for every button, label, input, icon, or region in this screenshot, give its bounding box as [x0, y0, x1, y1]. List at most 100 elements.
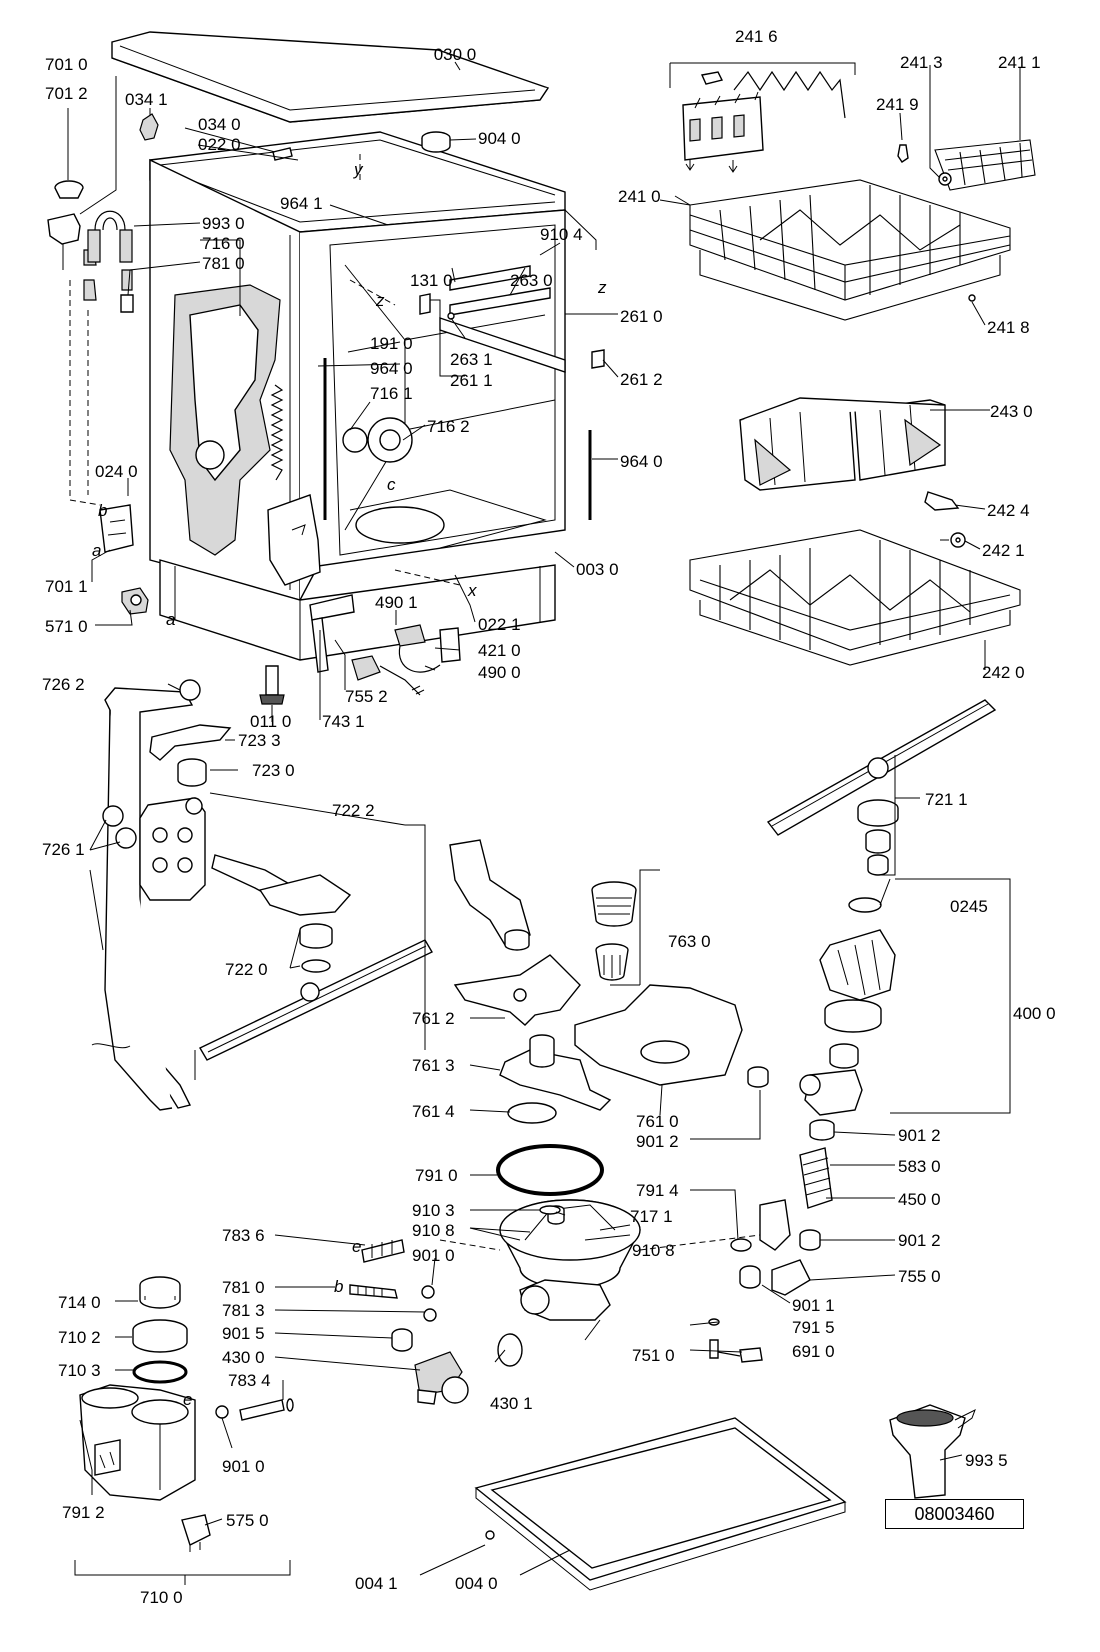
base-plate: [474, 1417, 847, 1591]
callout-430-1: 430 1: [490, 1394, 533, 1413]
callout-743-1: 743 1: [322, 712, 365, 731]
trim-755-2: [309, 594, 355, 621]
callout-034-0: 034 0: [198, 115, 241, 134]
clip-242-4: [924, 491, 960, 511]
callout-490-1: 490 1: [375, 593, 418, 612]
upper-basket-241: [659, 179, 1011, 321]
callout-910-8-b: 910 8: [632, 1241, 675, 1260]
reference-markers: b a a z z c x y e b e: [92, 160, 607, 1409]
cutlery-basket: [739, 397, 946, 491]
top-nut: [421, 131, 451, 153]
callout-261-2: 261 2: [620, 370, 663, 389]
callout-421-0: 421 0: [478, 641, 521, 660]
callout-242-1: 242 1: [982, 541, 1025, 560]
callout-726-2: 726 2: [42, 675, 85, 694]
callout-714-0: 714 0: [58, 1293, 101, 1312]
discharge-elbow: [449, 839, 531, 951]
callout-910-8-a: 910 8: [412, 1221, 455, 1240]
callout-701-1: 701 1: [45, 577, 88, 596]
callout-783-4: 783 4: [228, 1371, 271, 1390]
callout-781-3: 781 3: [222, 1301, 265, 1320]
lower-basket-242: [689, 529, 1021, 666]
callout-241-6: 241 6: [735, 27, 778, 46]
callout-964-0-b: 964 0: [620, 452, 663, 471]
callout-761-4: 761 4: [412, 1102, 455, 1121]
drain-hose-assembly: [730, 1119, 835, 1296]
marker-b-top: b: [98, 501, 107, 520]
callout-701-2: 701 2: [45, 84, 88, 103]
callout-241-3: 241 3: [900, 53, 943, 72]
upper-spray-arm-721: [766, 699, 997, 876]
clip-241-9: [897, 144, 909, 163]
callout-024-0: 024 0: [95, 462, 138, 481]
upper-spray-arm-723: [149, 724, 232, 787]
callout-722-0: 722 0: [225, 960, 268, 979]
callout-131-0: 131 0: [410, 271, 453, 290]
callout-791-5: 791 5: [792, 1318, 835, 1337]
callout-004-0: 004 0: [455, 1574, 498, 1593]
clip-241-8: [968, 294, 976, 302]
callout-241-1: 241 1: [998, 53, 1041, 72]
circulation-pump: [747, 897, 896, 1116]
wheel-242-1: [940, 532, 966, 548]
callout-716-1: 716 1: [370, 384, 413, 403]
document-number-box: 08003460: [885, 1499, 1024, 1529]
sump-housing: [439, 1199, 761, 1367]
callout-723-0: 723 0: [252, 761, 295, 780]
callout-901-2-b: 901 2: [636, 1132, 679, 1151]
marker-z-right: z: [597, 278, 607, 297]
clamp-901-0-a: [421, 1285, 435, 1299]
callout-723-3: 723 3: [238, 731, 281, 750]
callout-430-0: 430 0: [222, 1348, 265, 1367]
callout-710-0: 710 0: [140, 1588, 183, 1607]
adjustable-foot: [259, 665, 285, 705]
callout-261-0: 261 0: [620, 307, 663, 326]
clamp-781-3: [423, 1308, 437, 1322]
callout-263-0: 263 0: [510, 271, 553, 290]
callout-791-2: 791 2: [62, 1503, 105, 1522]
cabinet-frame: [149, 131, 597, 661]
callout-575-0: 575 0: [226, 1511, 269, 1530]
micro-filter-761-0: [574, 984, 743, 1086]
callout-993-5: 993 5: [965, 1451, 1008, 1470]
callout-242-4: 242 4: [987, 501, 1030, 520]
callout-490-0: 490 0: [478, 663, 521, 682]
callout-710-2: 710 2: [58, 1328, 101, 1347]
callout-labels: 030 0 701 0 701 2 034 1 034 0 022 0 904 …: [42, 27, 1056, 1607]
water-distributor-block: [139, 797, 206, 901]
leader-lines: [67, 61, 1021, 1585]
filter-holder-761-3: [499, 1034, 612, 1111]
marker-a-bottom: a: [166, 610, 175, 629]
power-cord-group: [351, 624, 461, 696]
callout-901-2-a: 901 2: [898, 1126, 941, 1145]
callout-241-8: 241 8: [987, 318, 1030, 337]
lower-spray-arm-722: [199, 854, 433, 1061]
hose-781-0: [349, 1284, 398, 1299]
rack-hooks-241-6: [682, 70, 846, 173]
hose-783-4: [215, 1398, 294, 1421]
callout-721-1: 721 1: [925, 790, 968, 809]
marker-a-left: a: [92, 541, 101, 560]
callout-755-2: 755 2: [345, 687, 388, 706]
callout-763-0: 763 0: [668, 932, 711, 951]
callout-751-0: 751 0: [632, 1346, 675, 1365]
callout-964-1: 964 1: [280, 194, 323, 213]
seal-ring-791: [496, 1144, 604, 1196]
sensor-575: [181, 1514, 211, 1552]
callout-781-0-bottom: 781 0: [222, 1278, 265, 1297]
callout-191-0: 191 0: [370, 334, 413, 353]
inlet-valve-571: [121, 587, 149, 615]
callout-901-1: 901 1: [792, 1296, 835, 1315]
callout-791-0: 791 0: [415, 1166, 458, 1185]
callout-571-0: 571 0: [45, 617, 88, 636]
callout-030-0: 030 0: [434, 45, 477, 64]
callout-755-0: 755 0: [898, 1267, 941, 1286]
callout-716-0: 716 0: [202, 234, 245, 253]
callout-400-0: 400 0: [1013, 1004, 1056, 1023]
callout-901-2-c: 901 2: [898, 1231, 941, 1250]
callout-901-0-a: 901 0: [412, 1246, 455, 1265]
callout-717-1: 717 1: [630, 1207, 673, 1226]
callout-722-2: 722 2: [332, 801, 375, 820]
